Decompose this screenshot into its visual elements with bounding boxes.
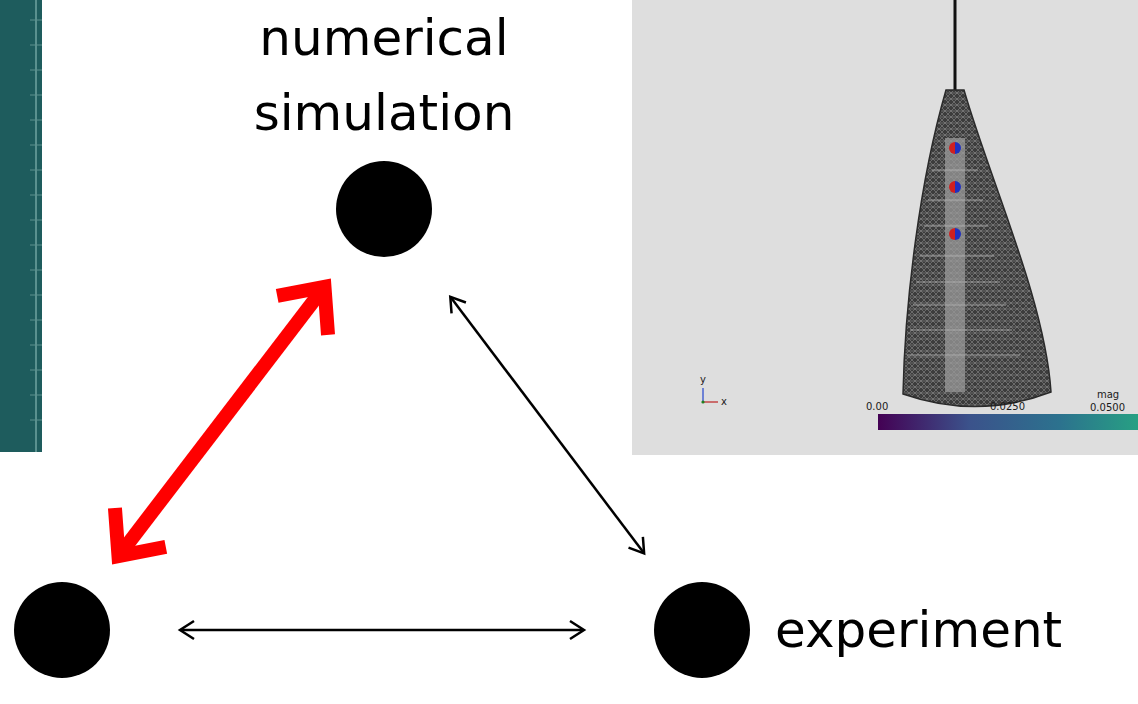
photo-strip: [0, 0, 42, 452]
color-bar: [878, 414, 1138, 430]
colorbar-label: 0.0250: [990, 401, 1025, 413]
connector-line: [451, 298, 644, 553]
node-label: numerical simulation: [204, 1, 564, 151]
axis-label: y: [700, 374, 706, 386]
circle-node: experiment: [654, 582, 750, 678]
arrow-head: [115, 508, 166, 556]
double-arrow: [450, 297, 644, 554]
sensor-balls: [949, 142, 961, 240]
colorbar-label: 0.00: [866, 401, 888, 413]
arrow-head: [180, 621, 194, 639]
double-arrow: [180, 621, 584, 639]
node-label: experiment: [775, 593, 1062, 668]
circle-node: [14, 582, 110, 678]
colorbar-label: mag: [1097, 389, 1119, 401]
connector-line: [125, 295, 319, 548]
simulation-render: [632, 0, 1138, 455]
axis-label: x: [721, 396, 727, 408]
arrow-head: [629, 537, 645, 554]
connector-line: [181, 629, 583, 632]
arrow-head: [450, 297, 466, 314]
colorbar-label: 0.0500: [1090, 402, 1125, 414]
axis-triad: [701, 388, 718, 404]
double-arrow: [115, 287, 328, 556]
arrow-head: [277, 287, 328, 335]
circle-node: numerical simulation: [336, 161, 432, 257]
arrow-head: [570, 621, 584, 639]
